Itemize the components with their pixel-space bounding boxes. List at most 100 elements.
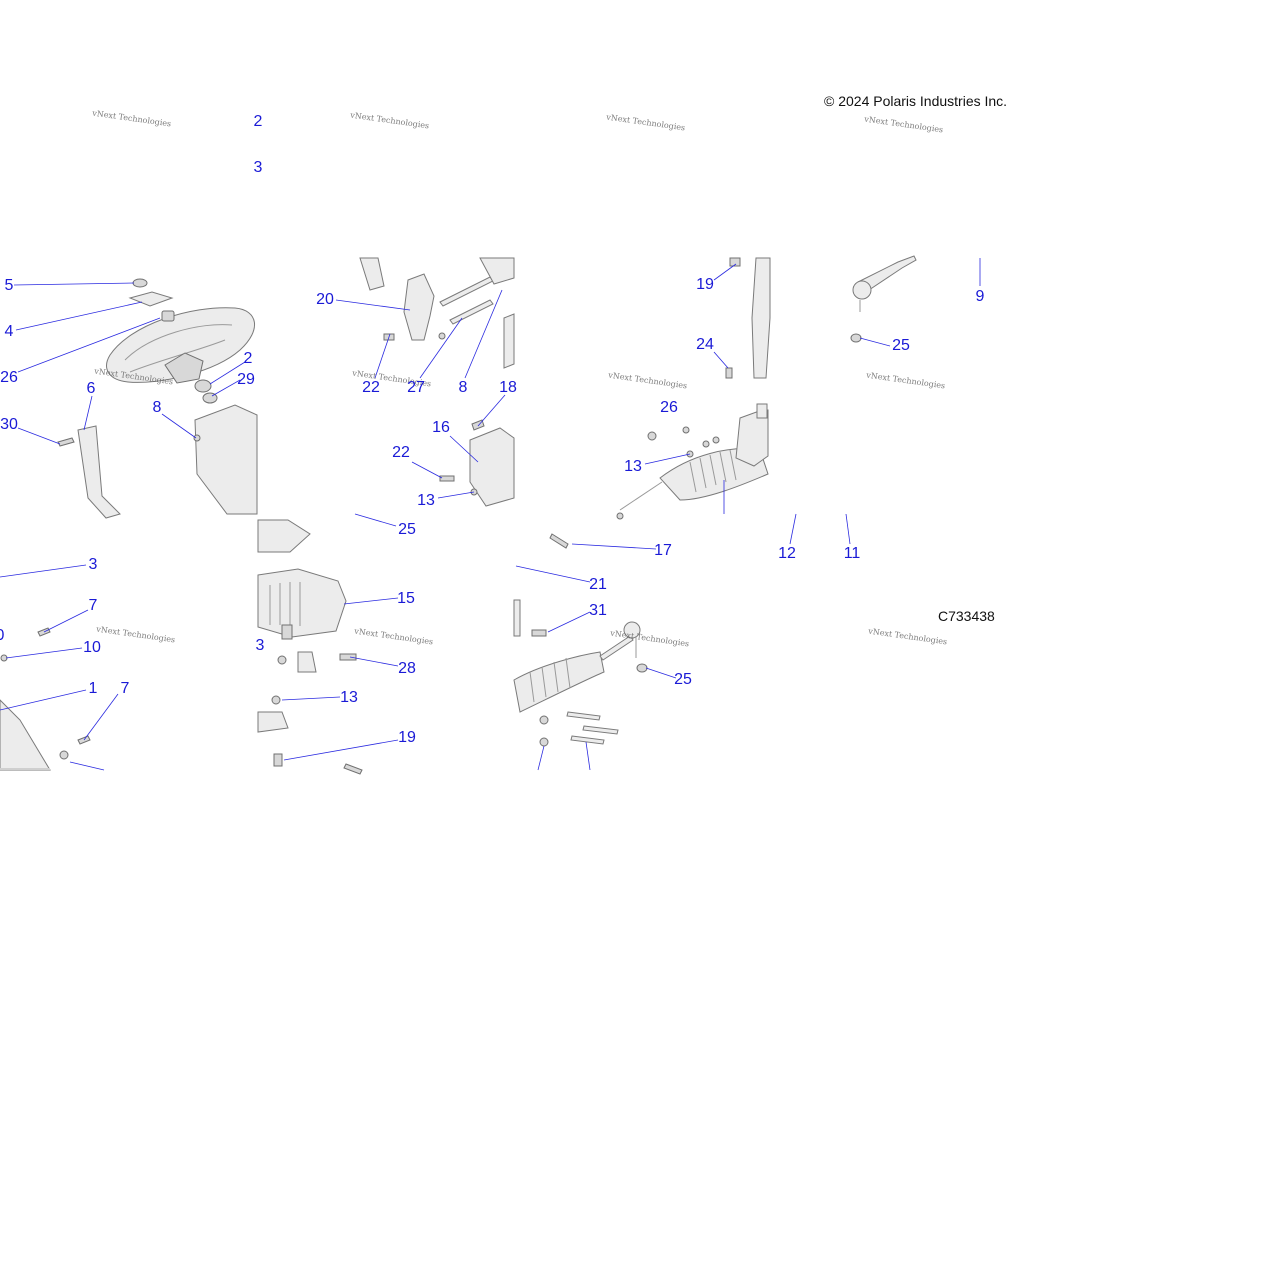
callout-label: 27 bbox=[407, 379, 425, 396]
callout-label: 22 bbox=[362, 379, 380, 396]
callout-label: 7 bbox=[120, 680, 130, 697]
callout-label: 4 bbox=[4, 323, 14, 340]
tie-rod-2 bbox=[599, 635, 634, 661]
callout-label: 5 bbox=[4, 277, 14, 294]
bolt-long-b bbox=[582, 725, 619, 735]
mount-bracket bbox=[469, 427, 515, 507]
gas-strut bbox=[77, 425, 121, 519]
figure-id: C733438 bbox=[938, 608, 995, 624]
bolt-tail bbox=[343, 763, 363, 775]
callout-label: 3 bbox=[253, 159, 263, 176]
callout-label: 22 bbox=[392, 444, 410, 461]
callout-label: 10 bbox=[83, 639, 101, 656]
tie-rod-end bbox=[852, 280, 872, 300]
callout-label: 0 bbox=[0, 628, 4, 644]
callout-label: 6 bbox=[86, 380, 96, 397]
jam-nut bbox=[850, 333, 862, 343]
bolt-28 bbox=[339, 653, 357, 661]
callout-label: 30 bbox=[0, 416, 18, 433]
callout-label: 13 bbox=[417, 492, 435, 509]
callout-label: 9 bbox=[975, 288, 985, 305]
frame-lower bbox=[0, 699, 51, 771]
callout-label: 29 bbox=[237, 371, 255, 388]
callout-label: 20 bbox=[316, 291, 334, 308]
callout-label: 26 bbox=[660, 399, 678, 416]
nut-26 bbox=[647, 431, 657, 441]
bracket-lower bbox=[257, 711, 289, 733]
callout-label: 24 bbox=[696, 336, 714, 353]
callout-label: 19 bbox=[696, 276, 714, 293]
output-shaft bbox=[281, 624, 293, 640]
column-bracket bbox=[194, 404, 258, 515]
callout-label: 25 bbox=[892, 337, 910, 354]
callout-label: 7 bbox=[88, 597, 98, 614]
column-edge bbox=[503, 313, 515, 369]
callout-label: 3 bbox=[88, 556, 98, 573]
pinion-cap bbox=[756, 403, 768, 419]
callout-label: 18 bbox=[499, 379, 517, 396]
nut-e bbox=[539, 715, 549, 725]
jam-nut-2 bbox=[636, 663, 648, 673]
steering-wheel bbox=[106, 307, 256, 384]
callout-label: 11 bbox=[843, 545, 861, 562]
callout-label: 21 bbox=[589, 576, 607, 593]
u-joint bbox=[403, 273, 435, 341]
nut-c bbox=[712, 436, 720, 444]
callout-label: 13 bbox=[340, 689, 358, 706]
callout-label: 2 bbox=[243, 350, 253, 367]
nut-a bbox=[682, 426, 690, 434]
nut-part bbox=[194, 379, 212, 393]
bolt-small-2 bbox=[439, 475, 455, 482]
mount-plate bbox=[257, 519, 311, 553]
bolt-long-c bbox=[570, 735, 605, 745]
callout-label: 16 bbox=[432, 419, 450, 436]
callout-label: 8 bbox=[152, 399, 162, 416]
bolt-part bbox=[57, 437, 75, 447]
long-bolt bbox=[439, 276, 494, 307]
callout-label: 1 bbox=[88, 680, 98, 697]
nut-b bbox=[702, 440, 710, 448]
power-steering-unit bbox=[257, 568, 347, 638]
pin-part bbox=[725, 367, 733, 379]
bolt-19b bbox=[273, 753, 283, 767]
copyright-notice: © 2024 Polaris Industries Inc. bbox=[824, 93, 1008, 109]
callout-label: 2 bbox=[253, 113, 263, 130]
callout-label: 25 bbox=[674, 671, 692, 688]
shaft-upper bbox=[359, 257, 385, 291]
bolt-long-a bbox=[566, 711, 601, 721]
tile-edge bbox=[0, 768, 50, 770]
nut-top bbox=[616, 512, 624, 520]
callout-label: 19 bbox=[398, 729, 416, 746]
callout-label: 25 bbox=[398, 521, 416, 538]
frame-part bbox=[479, 257, 515, 285]
clip-part bbox=[729, 257, 741, 267]
callout-label: 15 bbox=[397, 590, 415, 607]
horn-plate bbox=[128, 291, 174, 307]
nut-small bbox=[438, 332, 446, 340]
tie-rod-end-2 bbox=[623, 621, 641, 639]
nut-eps bbox=[277, 655, 287, 665]
nut-f bbox=[539, 737, 549, 747]
rack-boot-2 bbox=[513, 651, 605, 713]
callout-label: 17 bbox=[654, 542, 672, 559]
long-bolt-2 bbox=[449, 299, 494, 325]
callout-label: 3 bbox=[255, 637, 265, 654]
bolt-17 bbox=[549, 533, 569, 549]
callout-label: 26 bbox=[0, 369, 18, 386]
cap-part bbox=[132, 278, 148, 288]
bolt-31 bbox=[531, 629, 547, 637]
callout-label: 28 bbox=[398, 660, 416, 677]
coupler bbox=[297, 651, 317, 673]
nut-13b bbox=[271, 695, 281, 705]
washer-b bbox=[59, 750, 69, 760]
callout-label: 12 bbox=[778, 545, 796, 562]
callout-label: 31 bbox=[589, 602, 607, 619]
callout-label: 8 bbox=[458, 379, 468, 396]
small-bolt bbox=[193, 434, 201, 442]
frame-edge bbox=[513, 599, 521, 637]
callout-label: 13 bbox=[624, 458, 642, 475]
hub-cap bbox=[161, 310, 175, 322]
steering-shaft bbox=[751, 257, 771, 379]
